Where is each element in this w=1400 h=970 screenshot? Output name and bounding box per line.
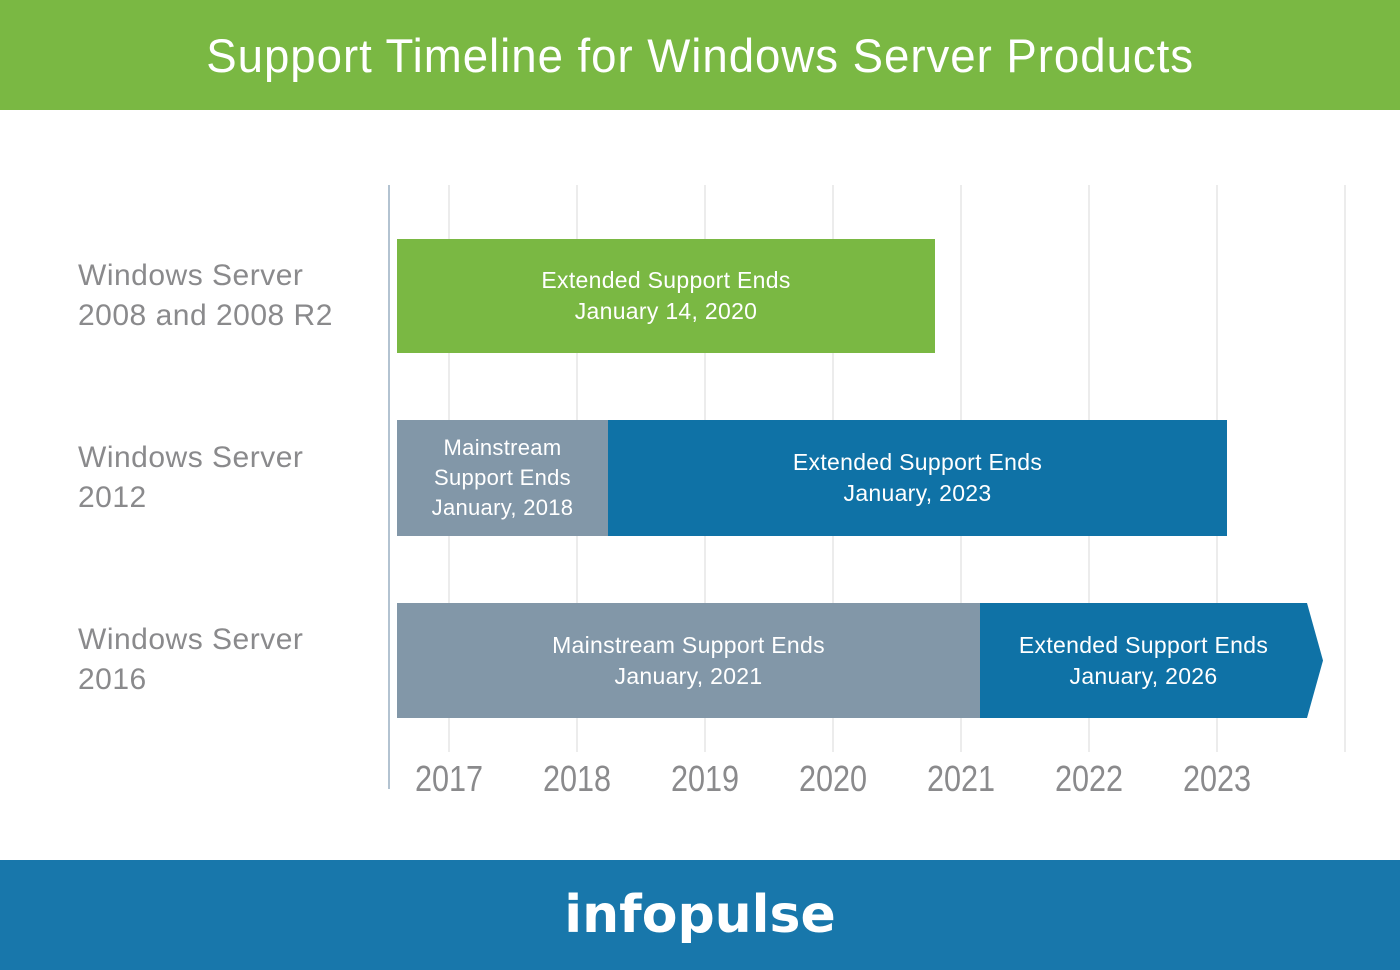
x-tick-label: 2018 xyxy=(542,758,612,799)
bar-text-line: January, 2021 xyxy=(614,662,763,689)
bar-text-line: Extended Support Ends xyxy=(1018,631,1269,658)
row-label-line: 2008 and 2008 R2 xyxy=(78,299,333,332)
x-tick-2020: 2020 xyxy=(769,758,897,799)
bar-text-line: Mainstream xyxy=(443,435,562,460)
row-label-windows-server-2008: Windows Server 2008 and 2008 R2 xyxy=(78,256,388,336)
row-label-line: 2012 xyxy=(78,481,147,514)
bar-text-line: Support Ends xyxy=(434,465,571,490)
y-axis-line xyxy=(388,185,390,789)
x-tick-2018: 2018 xyxy=(513,758,641,799)
bar-ws2016-extended-support-arrow: Extended Support Ends January, 2026 xyxy=(980,603,1323,718)
x-tick-2019: 2019 xyxy=(641,758,769,799)
row-label-line: Windows Server xyxy=(78,259,304,292)
x-tick-2021: 2021 xyxy=(897,758,1025,799)
infopulse-logo: infopulse xyxy=(564,885,836,945)
bar-ws2008-extended-support: Extended Support Ends January 14, 2020 xyxy=(397,239,935,353)
footer-banner: infopulse xyxy=(0,860,1400,970)
bar-text-line: January, 2026 xyxy=(1069,662,1218,689)
bar-text-line: January, 2023 xyxy=(843,480,992,506)
row-label-line: 2016 xyxy=(78,663,147,696)
x-tick-label: 2021 xyxy=(926,758,996,799)
x-tick-label: 2022 xyxy=(1054,758,1124,799)
row-label-windows-server-2016: Windows Server 2016 xyxy=(78,620,388,700)
bar-text-line: January, 2018 xyxy=(431,495,574,520)
x-tick-label: 2019 xyxy=(670,758,740,799)
row-label-line: Windows Server xyxy=(78,623,304,656)
bar-ws2012-extended-support: Extended Support Ends January, 2023 xyxy=(608,420,1227,536)
header-banner: Support Timeline for Windows Server Prod… xyxy=(0,0,1400,110)
row-label-line: Windows Server xyxy=(78,441,304,474)
x-tick-2023: 2023 xyxy=(1153,758,1281,799)
x-tick-label: 2023 xyxy=(1182,758,1252,799)
bar-ws2016-mainstream-support: Mainstream Support Ends January, 2021 xyxy=(397,603,980,718)
x-tick-2022: 2022 xyxy=(1025,758,1153,799)
bar-ws2012-mainstream-support: Mainstream Support Ends January, 2018 xyxy=(397,420,608,536)
page-title: Support Timeline for Windows Server Prod… xyxy=(206,28,1194,82)
bar-text-line: Extended Support Ends xyxy=(541,267,791,293)
bar-text-line: Extended Support Ends xyxy=(792,449,1043,475)
bar-text-line: Mainstream Support Ends xyxy=(552,631,825,658)
x-tick-label: 2020 xyxy=(798,758,868,799)
bar-text-line: January 14, 2020 xyxy=(574,298,758,324)
gridline-2024-unlabeled xyxy=(1344,185,1346,752)
row-label-windows-server-2012: Windows Server 2012 xyxy=(78,438,388,518)
x-tick-2017: 2017 xyxy=(385,758,513,799)
x-tick-label: 2017 xyxy=(414,758,484,799)
